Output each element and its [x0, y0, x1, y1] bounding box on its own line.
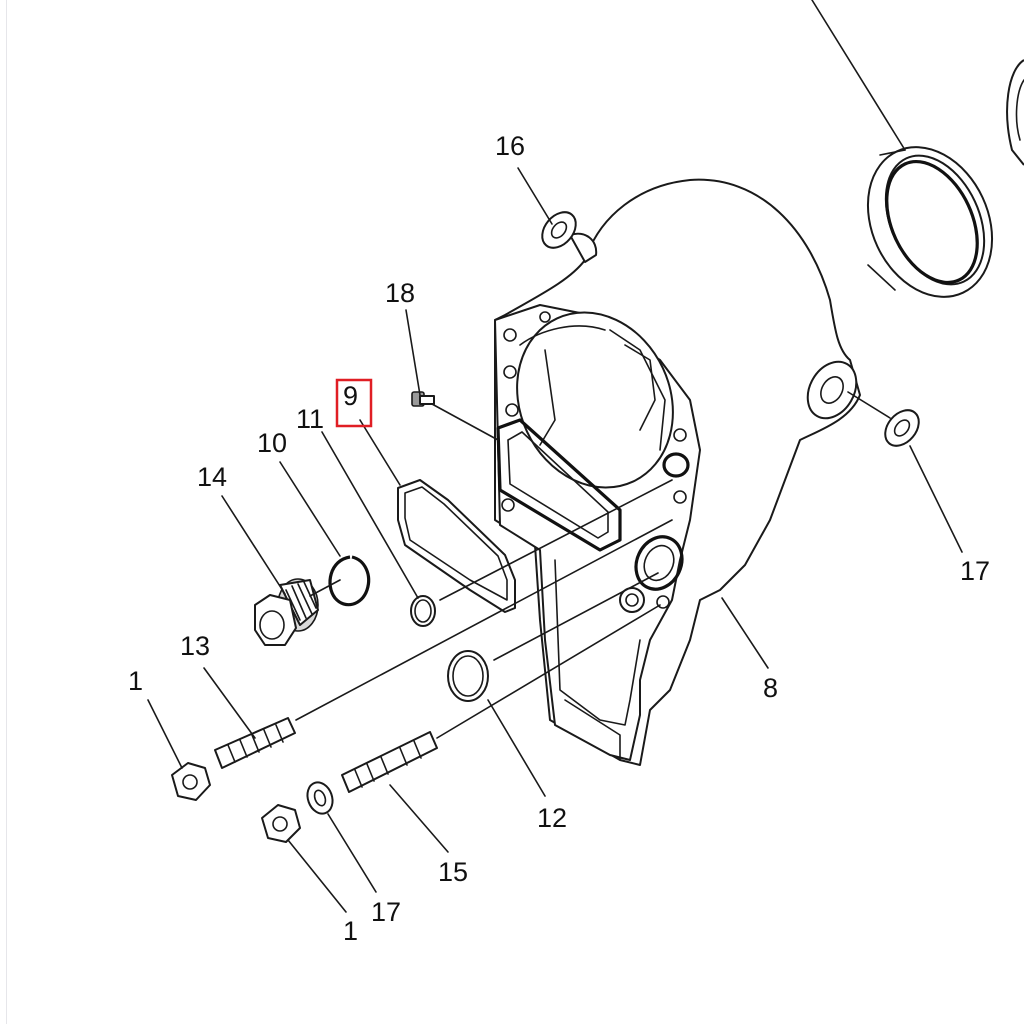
o-ring-12[interactable] [447, 650, 489, 702]
o-ring-11[interactable] [410, 595, 436, 627]
callout-17-top[interactable]: 16 [495, 131, 525, 161]
stud-13[interactable] [214, 717, 296, 769]
leader-lines [147, 0, 963, 913]
partial-component-edge [1006, 59, 1024, 166]
screw-18[interactable] [411, 391, 435, 407]
left-frame-border [6, 0, 7, 1024]
plug-fitting-15[interactable] [254, 578, 319, 646]
nut-1-lower[interactable] [261, 804, 301, 843]
gasket-9[interactable] [397, 479, 516, 613]
assembly-axis-lines [295, 403, 673, 739]
callout-9[interactable]: 9 [343, 381, 358, 411]
callout-15[interactable]: 14 [197, 462, 227, 492]
washer-17-left[interactable] [535, 206, 582, 255]
snap-ring-10[interactable] [328, 555, 371, 607]
large-seal-ring[interactable] [844, 127, 1015, 317]
washer-17-right[interactable] [878, 404, 925, 453]
callout-16[interactable]: 17 [371, 897, 401, 927]
selected-callout-highlight [335, 378, 373, 428]
housing-part-8[interactable] [489, 178, 866, 766]
washer-16[interactable] [303, 779, 336, 817]
stud-14[interactable] [341, 731, 438, 793]
partial-component-edge-inner [1015, 79, 1024, 141]
callout-1-lower[interactable]: 1 [343, 916, 358, 946]
callout-18[interactable]: 18 [385, 278, 415, 308]
nut-1-upper[interactable] [171, 762, 211, 801]
callout-8[interactable]: 8 [763, 673, 778, 703]
callout-17-right[interactable]: 17 [960, 556, 990, 586]
callout-14[interactable]: 15 [438, 857, 468, 887]
callout-1-upper[interactable]: 1 [128, 666, 143, 696]
callout-11[interactable]: 11 [296, 404, 324, 434]
callout-labels: 16 18 9 11 10 14 13 1 8 12 15 17 1 17 [128, 131, 990, 946]
callout-13[interactable]: 13 [180, 631, 210, 661]
callout-10[interactable]: 10 [257, 428, 287, 458]
callout-12[interactable]: 12 [537, 803, 567, 833]
